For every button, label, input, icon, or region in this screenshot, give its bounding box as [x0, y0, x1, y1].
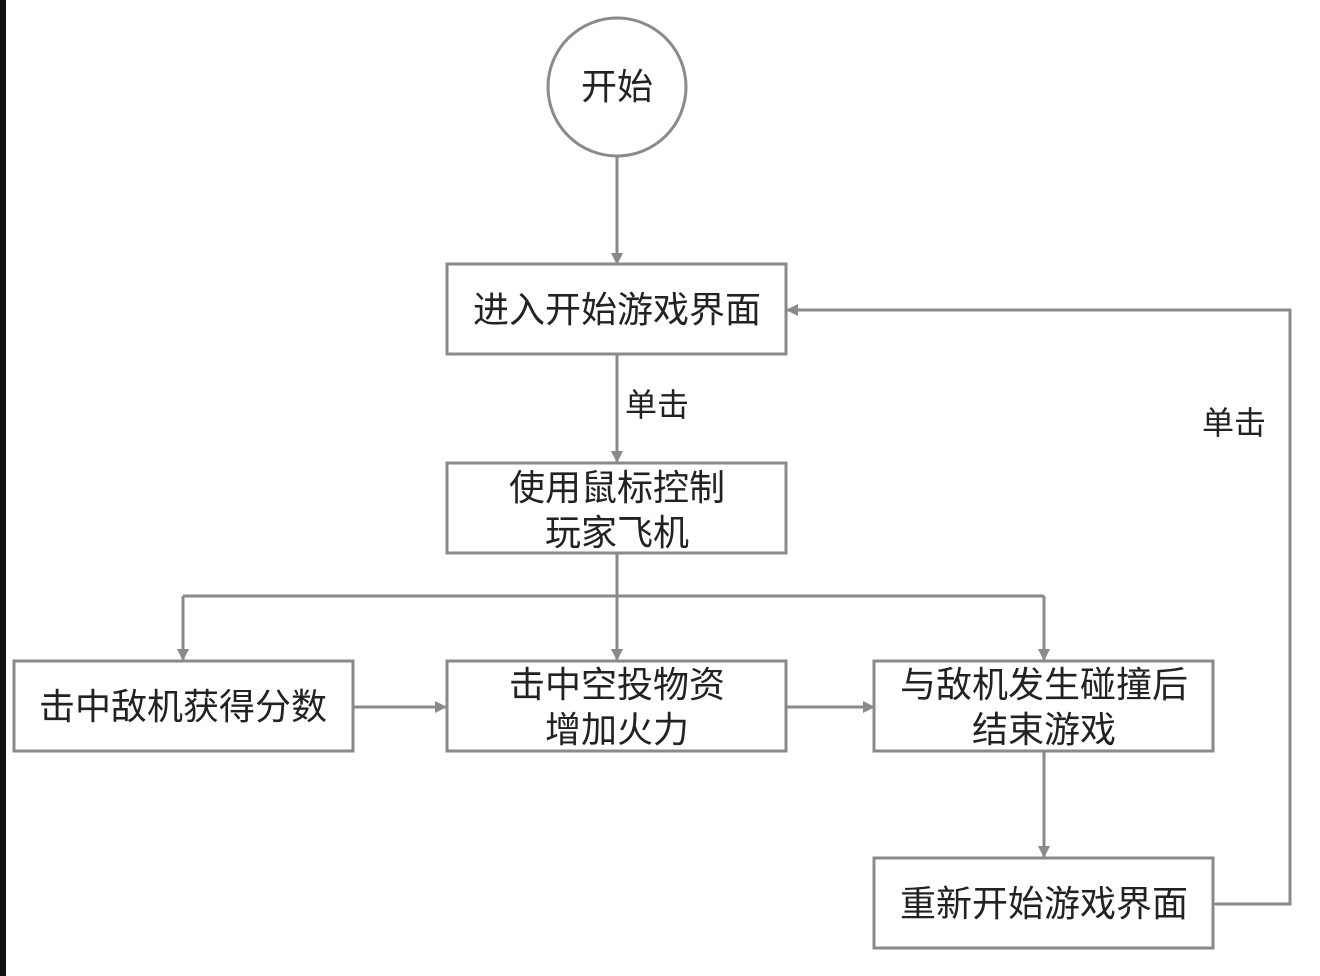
node-hit-enemy-label: 击中敌机获得分数 [39, 687, 327, 728]
node-collide-end-line-1: 与敌机发生碰撞后 [900, 665, 1188, 706]
node-collide-end-line-2: 结束游戏 [972, 710, 1116, 751]
node-hit-enemy: 击中敌机获得分数 [12, 659, 355, 753]
node-restart-screen: 重新开始游戏界面 [872, 856, 1215, 950]
edge-label-click-2: 单击 [1202, 404, 1266, 442]
node-start: 开始 [546, 16, 688, 158]
node-hit-airdrop-line-1: 击中空投物资 [509, 665, 725, 706]
edges-layer [177, 156, 1292, 906]
node-hit-airdrop: 击中空投物资 增加火力 [445, 659, 788, 753]
node-collide-end: 与敌机发生碰撞后 结束游戏 [872, 659, 1215, 753]
node-start-label: 开始 [581, 67, 653, 108]
left-border [0, 0, 6, 976]
node-mouse-control-line-1: 使用鼠标控制 [509, 468, 725, 509]
edge-restart-to-enter [786, 304, 1292, 906]
node-hit-airdrop-line-2: 增加火力 [545, 710, 689, 751]
edge-label-click-1: 单击 [625, 386, 689, 424]
node-enter-start-screen-label: 进入开始游戏界面 [473, 290, 761, 331]
node-restart-screen-label: 重新开始游戏界面 [900, 884, 1188, 925]
node-enter-start-screen: 进入开始游戏界面 [445, 262, 788, 356]
node-mouse-control-line-2: 玩家飞机 [545, 513, 689, 554]
node-mouse-control: 使用鼠标控制 玩家飞机 [445, 461, 788, 555]
